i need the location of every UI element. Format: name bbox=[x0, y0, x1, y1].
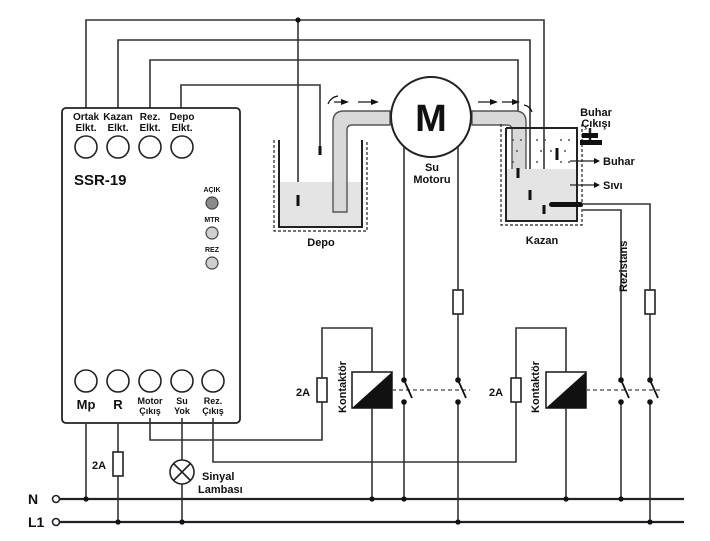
status-leds: AÇIK MTR REZ bbox=[203, 187, 221, 270]
motor-contactor-label: Kontaktör bbox=[337, 360, 349, 413]
signal-lamp-label-1: Sinyal bbox=[202, 471, 234, 483]
terminal-r[interactable] bbox=[106, 369, 130, 393]
terminal-mp-label: Mp bbox=[77, 397, 96, 412]
kazan-label: Kazan bbox=[526, 235, 559, 247]
motor-symbol: M bbox=[415, 98, 447, 140]
motor-label-2: Motoru bbox=[413, 174, 450, 186]
motor-contactor: 2A Kontaktör bbox=[296, 289, 470, 525]
top-terminals bbox=[74, 135, 194, 159]
terminal-depo-elkt[interactable] bbox=[170, 135, 194, 159]
terminal-motor-cikis[interactable] bbox=[138, 369, 162, 393]
control-wires: 2A Sinyal Lambası bbox=[83, 395, 517, 525]
ssr-device: Ortak Elkt. Kazan Elkt. Rez. Elkt. Depo … bbox=[61, 107, 241, 424]
terminal-depo-label-1: Depo bbox=[170, 112, 195, 123]
fuse-device-label: 2A bbox=[92, 460, 106, 472]
bottom-terminals bbox=[74, 369, 225, 393]
line-bus-terminal bbox=[51, 517, 61, 527]
led-rez-icon bbox=[205, 256, 219, 270]
terminal-su-label-1: Su bbox=[176, 396, 188, 406]
power-buses: N L1 bbox=[28, 491, 684, 530]
terminal-rez-cikis-label-1: Rez. bbox=[204, 396, 223, 406]
terminal-kazan-label-2: Elkt. bbox=[107, 123, 128, 134]
steam-dots bbox=[512, 139, 570, 163]
terminal-ortak-elkt[interactable] bbox=[74, 135, 98, 159]
terminal-r-label: R bbox=[113, 397, 123, 412]
neutral-bus-label: N bbox=[28, 491, 38, 507]
bottom-terminal-labels: Mp R Motor Çıkış Su Yok Rez. Çıkış bbox=[77, 396, 224, 416]
terminal-su-label-2: Yok bbox=[174, 406, 191, 416]
depo-tank: Depo bbox=[273, 140, 368, 249]
motor-fuse-label: 2A bbox=[296, 387, 310, 399]
heater-wires: Rezistans bbox=[583, 203, 651, 380]
heater-fuse bbox=[510, 377, 522, 403]
heater-fuse-label: 2A bbox=[489, 387, 503, 399]
heater-line-fuse bbox=[644, 289, 656, 315]
terminal-rez-label-2: Elkt. bbox=[139, 123, 160, 134]
steam-outlet-label-2: Çıkışı bbox=[581, 118, 610, 130]
steam-outlet-label-1: Buhar bbox=[580, 107, 613, 119]
device-model: SSR-19 bbox=[74, 172, 127, 189]
terminal-motor-label-2: Çıkış bbox=[139, 406, 161, 416]
led-rez-label: REZ bbox=[205, 247, 220, 254]
terminal-motor-label-1: Motor bbox=[138, 396, 163, 406]
terminal-kazan-elkt[interactable] bbox=[106, 135, 130, 159]
signal-lamp-label-2: Lambası bbox=[198, 484, 243, 496]
top-terminal-labels: Ortak Elkt. Kazan Elkt. Rez. Elkt. Depo … bbox=[73, 112, 195, 134]
steam-outlet: Buhar Çıkışı Buhar Sıvı bbox=[570, 107, 636, 192]
led-acik-label: AÇIK bbox=[203, 187, 220, 194]
heater-contactor: 2A Kontaktör bbox=[489, 289, 662, 525]
depo-liquid bbox=[279, 182, 362, 226]
motor-line-fuse bbox=[452, 289, 464, 315]
steam-label: Buhar bbox=[603, 156, 636, 168]
terminal-kazan-label-1: Kazan bbox=[103, 112, 132, 123]
kazan-tank: Kazan bbox=[500, 124, 583, 247]
depo-label: Depo bbox=[307, 237, 335, 249]
neutral-bus-terminal bbox=[51, 494, 61, 504]
heater-element-icon bbox=[549, 202, 583, 207]
motor-icon bbox=[390, 76, 472, 158]
terminal-ortak-label-1: Ortak bbox=[73, 112, 100, 123]
terminal-rez-label-1: Rez. bbox=[140, 112, 161, 123]
water-motor: M Su Motoru bbox=[390, 76, 472, 380]
terminal-ortak-label-2: Elkt. bbox=[75, 123, 96, 134]
led-acik-icon bbox=[205, 196, 219, 210]
liquid-label: Sıvı bbox=[603, 180, 623, 192]
terminal-depo-label-2: Elkt. bbox=[171, 123, 192, 134]
motor-label-1: Su bbox=[425, 162, 439, 174]
heater-label: Rezistans bbox=[618, 241, 630, 292]
led-mtr-icon bbox=[205, 226, 219, 240]
terminal-rez-cikis-label-2: Çıkış bbox=[202, 406, 224, 416]
flow-arrows bbox=[327, 95, 533, 113]
electrode-wires bbox=[85, 17, 545, 212]
terminal-su-yok[interactable] bbox=[170, 369, 194, 393]
terminal-rez-elkt[interactable] bbox=[138, 135, 162, 159]
heater-contactor-label: Kontaktör bbox=[530, 360, 542, 413]
fuse-device bbox=[112, 451, 124, 477]
terminal-mp[interactable] bbox=[74, 369, 98, 393]
terminal-rez-cikis[interactable] bbox=[201, 369, 225, 393]
motor-fuse bbox=[316, 377, 328, 403]
line-bus-label: L1 bbox=[28, 514, 45, 530]
led-mtr-label: MTR bbox=[204, 217, 219, 224]
